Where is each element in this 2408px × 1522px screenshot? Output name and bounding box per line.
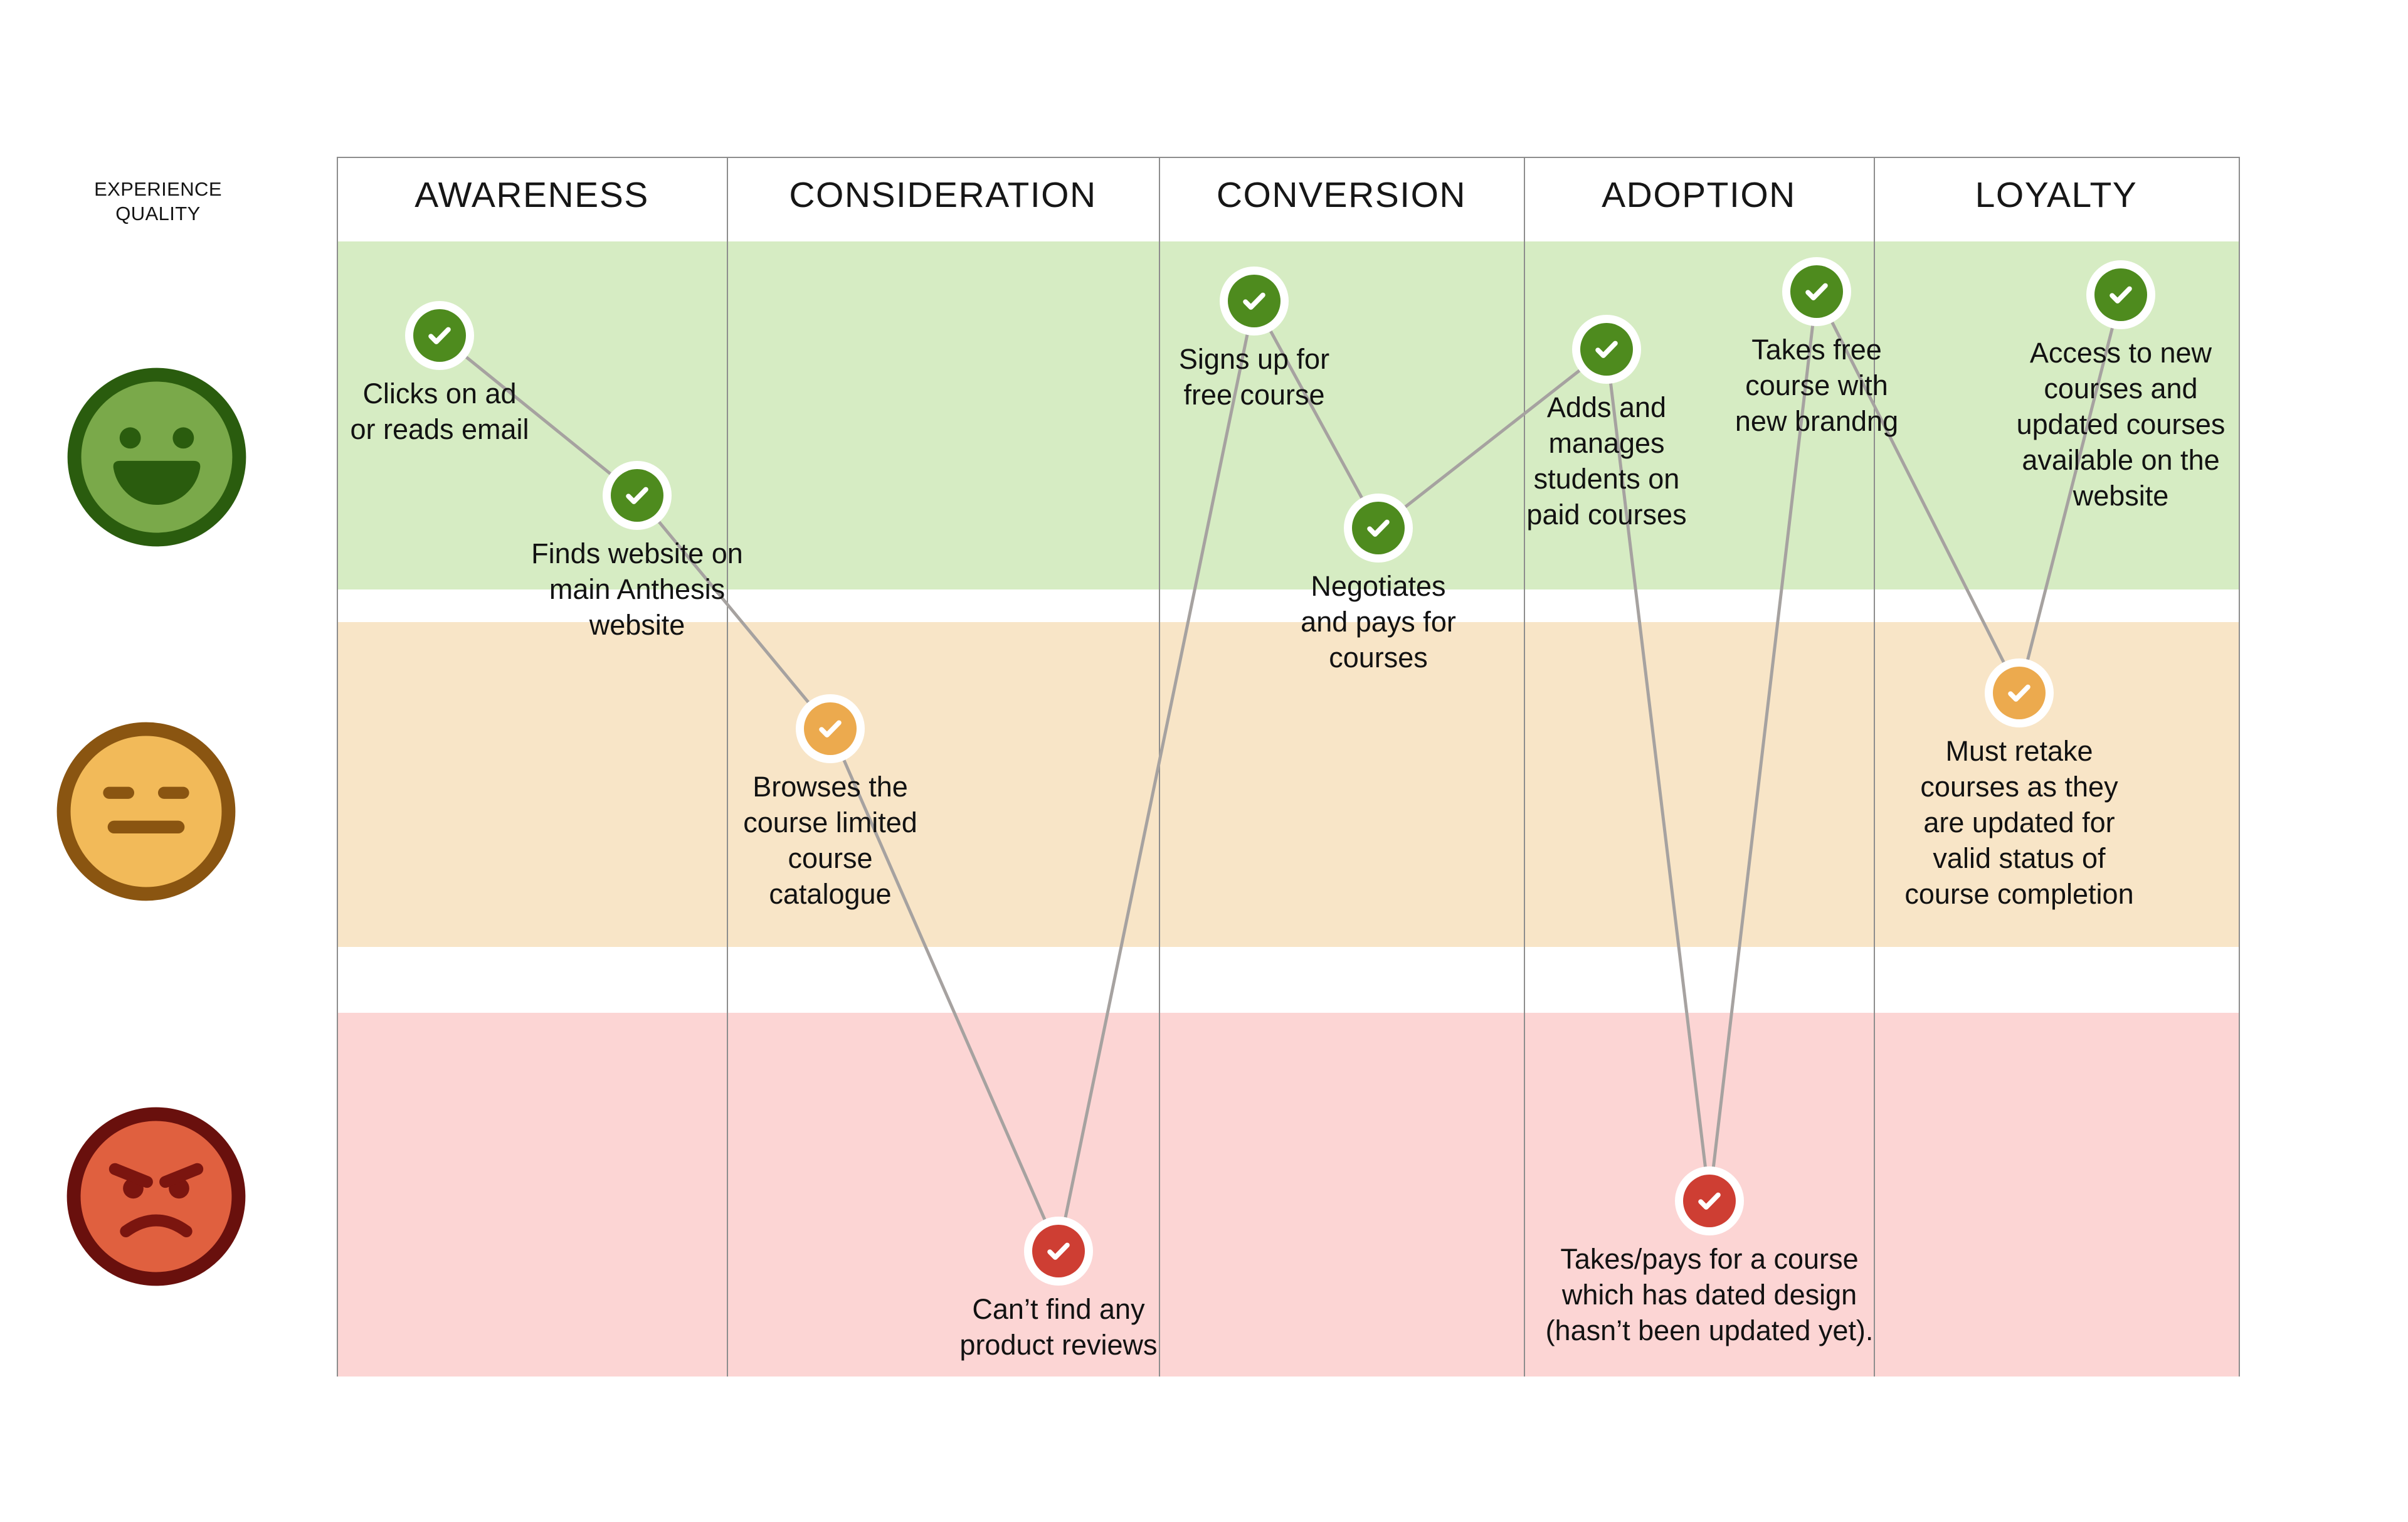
column-divider: [1874, 157, 1875, 1377]
check-icon: [626, 487, 648, 504]
touchpoint-marker-positive: [1782, 257, 1851, 326]
check-icon: [2008, 684, 2030, 702]
angry-face-icon: [66, 1107, 246, 1286]
column-divider: [1524, 157, 1525, 1377]
stage-header-consideration: CONSIDERATION: [789, 175, 1097, 215]
touchpoint-marker-positive: [603, 461, 672, 530]
band-negative: [337, 1013, 2240, 1377]
happy-face-icon: [67, 367, 246, 547]
touchpoint-label: Takes free course with new brandng: [1735, 334, 1899, 437]
check-icon: [1047, 1242, 1070, 1260]
experience-quality-axis-label: EXPERIENCE QUALITY: [94, 178, 222, 225]
touchpoint-marker-neutral: [796, 694, 865, 763]
touchpoint-label: Can’t find any product reviews: [959, 1293, 1158, 1361]
touchpoint-label: Takes/pays for a course which has dated …: [1545, 1243, 1874, 1346]
touchpoint-label: Signs up for free course: [1178, 343, 1330, 411]
touchpoint-marker-neutral: [1985, 658, 2054, 727]
grid-top-border: [337, 157, 2240, 158]
touchpoint-label: Access to new courses and updated course…: [2016, 337, 2226, 512]
touchpoint-label: Negotiates and pays for courses: [1301, 570, 1456, 674]
check-icon: [1698, 1192, 1721, 1210]
check-icon: [2110, 286, 2132, 304]
check-icon: [1367, 519, 1390, 537]
stage-header-loyalty: LOYALTY: [1975, 175, 2138, 215]
touchpoint-marker-negative: [1675, 1166, 1744, 1235]
column-divider: [727, 157, 728, 1377]
column-divider: [337, 157, 338, 1377]
touchpoint-marker-positive: [1344, 494, 1413, 563]
check-icon: [819, 720, 842, 737]
touchpoint-label: Must retake courses as they are updated …: [1904, 735, 2134, 910]
touchpoint-marker-positive: [405, 301, 474, 370]
check-icon: [1243, 292, 1265, 310]
stage-header-conversion: CONVERSION: [1216, 175, 1467, 215]
touchpoint-label: Clicks on ad or reads email: [350, 378, 529, 445]
touchpoint-marker-negative: [1024, 1217, 1093, 1286]
check-icon: [1805, 283, 1828, 300]
touchpoint-marker-positive: [2086, 260, 2155, 329]
touchpoint-label: Adds and manages students on paid course…: [1526, 391, 1687, 531]
touchpoint-label: Browses the course limited course catalo…: [743, 771, 917, 910]
check-icon: [1595, 341, 1618, 358]
touchpoint-marker-positive: [1572, 315, 1641, 384]
stage-header-awareness: AWARENESS: [415, 175, 649, 215]
touchpoint-label: Finds website on main Anthesis website: [531, 537, 743, 641]
neutral-face-icon: [56, 722, 236, 901]
touchpoint-marker-positive: [1220, 267, 1289, 336]
stage-header-adoption: ADOPTION: [1602, 175, 1796, 215]
column-divider: [2239, 157, 2240, 1377]
check-icon: [428, 327, 451, 344]
band-neutral: [337, 622, 2240, 947]
